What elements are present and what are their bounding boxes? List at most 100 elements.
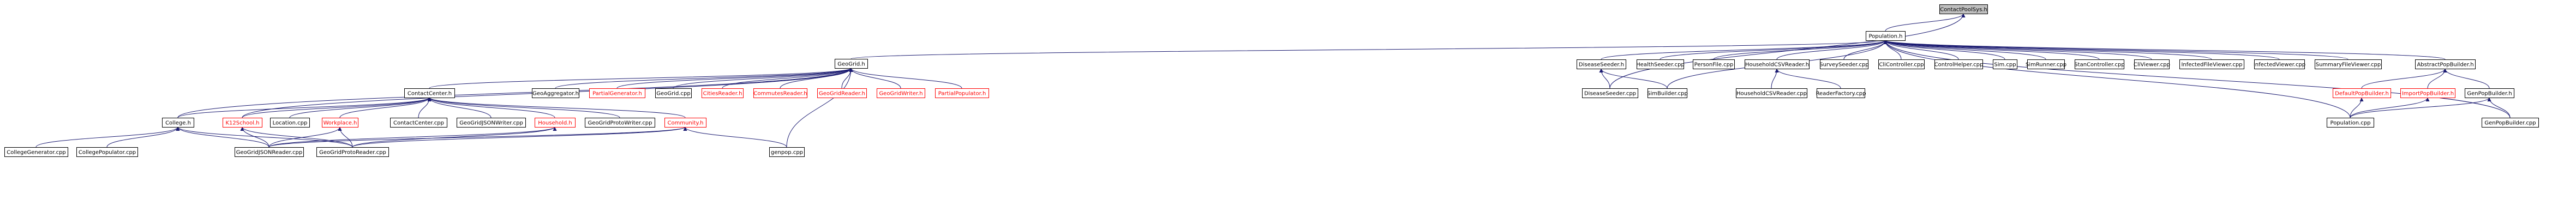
- node-geogrid[interactable]: GeoGrid.h: [835, 59, 868, 69]
- node-geoaggregator[interactable]: GeoAggregator.h: [532, 88, 579, 98]
- node-workplace[interactable]: Workplace.h: [322, 118, 358, 128]
- node-simbuilder[interactable]: SimBuilder.cpp: [1647, 88, 1688, 98]
- node-box-infectedviewer: [2254, 59, 2305, 69]
- node-label-cliviewer: CliViewer.cpp: [2134, 62, 2170, 68]
- node-geogridwriter[interactable]: GeoGridWriter.h: [877, 88, 925, 98]
- edge-population-to-population_cpp: [1883, 40, 2351, 118]
- node-label-genpopbuilder_cpp: GenPopBuilder.cpp: [2484, 120, 2536, 126]
- node-genpopbuilder_cpp[interactable]: GenPopBuilder.cpp: [2482, 118, 2539, 128]
- node-location_cpp[interactable]: Location.cpp: [270, 118, 310, 128]
- node-label-household_h: Household.h: [538, 120, 572, 126]
- node-genpopbuilder_h[interactable]: GenPopBuilder.h: [2465, 88, 2514, 98]
- node-label-partialpopulator: PartialPopulator.h: [938, 91, 986, 97]
- node-householdcsvreader_cpp[interactable]: HouseholdCSVReader.cpp: [1736, 88, 1807, 98]
- node-label-collegepopulator: CollegePopulator.cpp: [79, 150, 136, 156]
- node-box-stancontroller: [2075, 59, 2124, 69]
- edge-geogrid-to-genpop_cpp: [786, 68, 853, 148]
- node-label-college_h: College.h: [165, 120, 191, 126]
- edge-householdcsvreader-to-householdcsvreader_cpp: [1771, 68, 1779, 89]
- node-surveyseeder[interactable]: SurveySeeder.cpp: [1819, 59, 1869, 69]
- edge-population-to-controlhelper: [1883, 40, 1959, 60]
- node-contactcenter_h[interactable]: ContactCenter.h: [404, 88, 455, 98]
- node-box-diseaseseeder_h: [1577, 59, 1626, 69]
- edge-college_h-to-collegepopulator: [106, 126, 180, 148]
- edge-geogrid-to-commutesreader: [780, 68, 853, 89]
- node-population[interactable]: Population.h: [1866, 31, 1906, 41]
- node-box-location_cpp: [270, 118, 310, 128]
- node-infectedfileviewer[interactable]: InfectedFileViewer.cpp: [2179, 59, 2244, 69]
- node-geogridreader[interactable]: GeoGridReader.h: [817, 88, 867, 98]
- node-abstractpopbuilder[interactable]: AbstractPopBuilder.h: [2415, 59, 2476, 69]
- node-label-population_cpp: Population.cpp: [2331, 120, 2371, 126]
- node-summaryfileviewer[interactable]: SummaryFileViewer.cpp: [2315, 59, 2382, 69]
- node-collegegenerator[interactable]: CollegeGenerator.cpp: [4, 147, 68, 157]
- edge-householdcsvreader-to-readerfactory: [1775, 68, 1841, 89]
- node-diseaseseeder_h[interactable]: DiseaseSeeder.h: [1577, 59, 1626, 69]
- node-population_cpp[interactable]: Population.cpp: [2327, 118, 2374, 128]
- node-box-personfile: [1693, 59, 1735, 69]
- edge-geogrid-to-contactcenter_h: [429, 68, 853, 89]
- edge-genpopbuilder_h-to-population_cpp: [2350, 97, 2491, 118]
- node-box-genpopbuilder_cpp: [2482, 118, 2539, 128]
- node-partialgenerator[interactable]: PartialGenerator.h: [589, 88, 645, 98]
- edge-population-to-sim_cpp: [1883, 40, 2005, 60]
- node-stancontroller[interactable]: StanController.cpp: [2074, 59, 2125, 69]
- node-label-geoaggregator: GeoAggregator.h: [532, 91, 579, 97]
- node-commutesreader[interactable]: CommutesReader.h: [753, 88, 807, 98]
- node-controlhelper[interactable]: ControlHelper.cpp: [1934, 59, 1984, 69]
- edge-contactcenter_h-to-location_cpp: [289, 97, 432, 118]
- node-partialpopulator[interactable]: PartialPopulator.h: [935, 88, 989, 98]
- node-college_h[interactable]: College.h: [162, 118, 194, 128]
- edge-diseaseseeder_h-to-simbuilder: [1599, 68, 1668, 89]
- node-citiesreader[interactable]: CitiesReader.h: [702, 88, 744, 98]
- edge-population-to-abstractpopbuilder: [1883, 40, 2446, 60]
- node-box-summaryfileviewer: [2315, 59, 2382, 69]
- node-cliviewer[interactable]: CliViewer.cpp: [2134, 59, 2170, 69]
- node-household_h[interactable]: Household.h: [535, 118, 576, 128]
- node-label-healthseeder: HealthSeeder.cpp: [1636, 62, 1685, 68]
- node-clicontroller[interactable]: CliController.cpp: [1878, 59, 1925, 69]
- edge-college_h-to-collegegenerator: [35, 126, 180, 148]
- node-genpop_cpp[interactable]: genpop.cpp: [769, 147, 805, 157]
- node-simrunner[interactable]: SimRunner.cpp: [2026, 59, 2066, 69]
- edge-contactpoolsys-to-diseaseseeder_cpp: [1609, 13, 1966, 89]
- node-box-readerfactory: [1817, 88, 1865, 98]
- node-box-geogridreader: [817, 88, 867, 98]
- node-box-contactcenter_cpp: [390, 118, 447, 128]
- node-box-college_h: [162, 118, 194, 128]
- node-infectedviewer[interactable]: InfectedViewer.cpp: [2254, 59, 2305, 69]
- node-readerfactory[interactable]: ReaderFactory.cpp: [1816, 88, 1866, 98]
- node-diseaseseeder_cpp[interactable]: DiseaseSeeder.cpp: [1582, 88, 1638, 98]
- node-box-householdcsvreader: [1745, 59, 1810, 69]
- edge-population-to-diseaseseeder_h: [1601, 40, 1888, 60]
- node-healthseeder[interactable]: HealthSeeder.cpp: [1636, 59, 1685, 69]
- node-label-abstractpopbuilder: AbstractPopBuilder.h: [2417, 62, 2473, 68]
- node-geogridjsonreader[interactable]: GeoGridJSONReader.cpp: [235, 147, 304, 157]
- node-contactcenter_cpp[interactable]: ContactCenter.cpp: [390, 118, 447, 128]
- edge-geogrid-to-partialgenerator: [616, 68, 853, 89]
- node-householdcsvreader[interactable]: HouseholdCSVReader.h: [1745, 59, 1810, 69]
- node-label-geogridprotoreader: GeoGridProtoReader.cpp: [319, 150, 386, 156]
- node-geogridprotoreader[interactable]: GeoGridProtoReader.cpp: [316, 147, 389, 157]
- node-box-simrunner: [2027, 59, 2065, 69]
- edge-contactcenter_h-to-geogridjsonwriter: [427, 97, 492, 118]
- node-community_h[interactable]: Community.h: [664, 118, 706, 128]
- node-geogrid_cpp[interactable]: GeoGrid.cpp: [655, 88, 692, 98]
- edge-abstractpopbuilder-to-genpopbuilder_h: [2443, 68, 2490, 89]
- node-box-genpop_cpp: [769, 147, 805, 157]
- edge-contactcenter_h-to-workplace: [339, 97, 432, 118]
- node-sim_cpp[interactable]: Sim.cpp: [1993, 59, 2017, 69]
- edges-layer: [35, 13, 2511, 148]
- node-geogridjsonwriter[interactable]: GeoGridJSONWriter.cpp: [457, 118, 526, 128]
- node-collegepopulator[interactable]: CollegePopulator.cpp: [76, 147, 138, 157]
- node-personfile[interactable]: PersonFile.cpp: [1693, 59, 1735, 69]
- node-box-genpopbuilder_h: [2465, 88, 2514, 98]
- node-importpopbuilder[interactable]: ImportPopBuilder.h: [2400, 88, 2455, 98]
- node-box-simbuilder: [1648, 88, 1687, 98]
- node-defaultpopbuilder[interactable]: DefaultPopBuilder.h: [2333, 88, 2391, 98]
- node-contactpoolsys[interactable]: ContactPoolSys.h: [1939, 4, 1988, 14]
- node-k12school[interactable]: K12School.h: [223, 118, 262, 128]
- node-geogridprotowriter[interactable]: GeoGridProtoWriter.cpp: [585, 118, 655, 128]
- edge-importpopbuilder-to-population_cpp: [2350, 97, 2430, 118]
- node-box-abstractpopbuilder: [2415, 59, 2476, 69]
